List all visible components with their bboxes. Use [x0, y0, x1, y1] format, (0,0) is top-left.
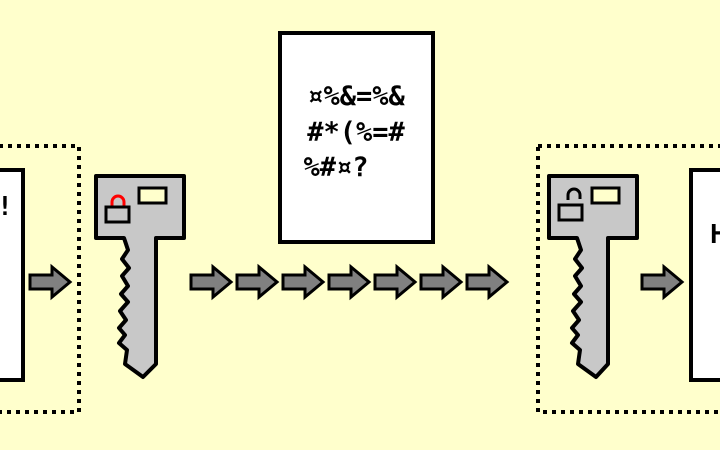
key-slot: [137, 186, 168, 205]
right-plaintext-char: H: [710, 220, 720, 250]
right-dotted-frame: [536, 144, 720, 414]
decryption-key: [547, 174, 639, 379]
arrow-right-icon: [281, 265, 325, 299]
left-plaintext-char: !: [0, 192, 13, 222]
encryption-key: [94, 174, 186, 379]
padlock-closed-icon: [104, 194, 131, 224]
arrow-right-icon: [327, 265, 371, 299]
arrow-right-icon: [28, 265, 72, 299]
right-plaintext-document: [689, 168, 720, 382]
key-icon: [547, 174, 639, 379]
left-plaintext-group: !: [0, 144, 81, 414]
ciphertext-line: %#¤?: [303, 152, 368, 183]
key-icon: [94, 174, 186, 379]
decryption-group: H: [536, 144, 720, 414]
ciphertext-line: #*(%=#: [307, 117, 405, 148]
arrow-right-icon: [373, 265, 417, 299]
left-plaintext-document: [0, 168, 25, 382]
ciphertext-document: ¤%&=%& #*(%=# %#¤?: [278, 31, 435, 244]
arrow-right-icon: [640, 265, 684, 299]
arrow-right-icon: [189, 265, 233, 299]
ciphertext-page: [278, 31, 435, 244]
arrow-right-icon: [419, 265, 463, 299]
arrow-right-icon: [235, 265, 279, 299]
key-slot: [590, 186, 621, 205]
arrow-chain: [189, 265, 509, 299]
arrow-right-icon: [465, 265, 509, 299]
left-dotted-frame: [0, 144, 81, 414]
padlock-open-icon: [557, 187, 584, 222]
ciphertext-line: ¤%&=%&: [307, 81, 405, 112]
